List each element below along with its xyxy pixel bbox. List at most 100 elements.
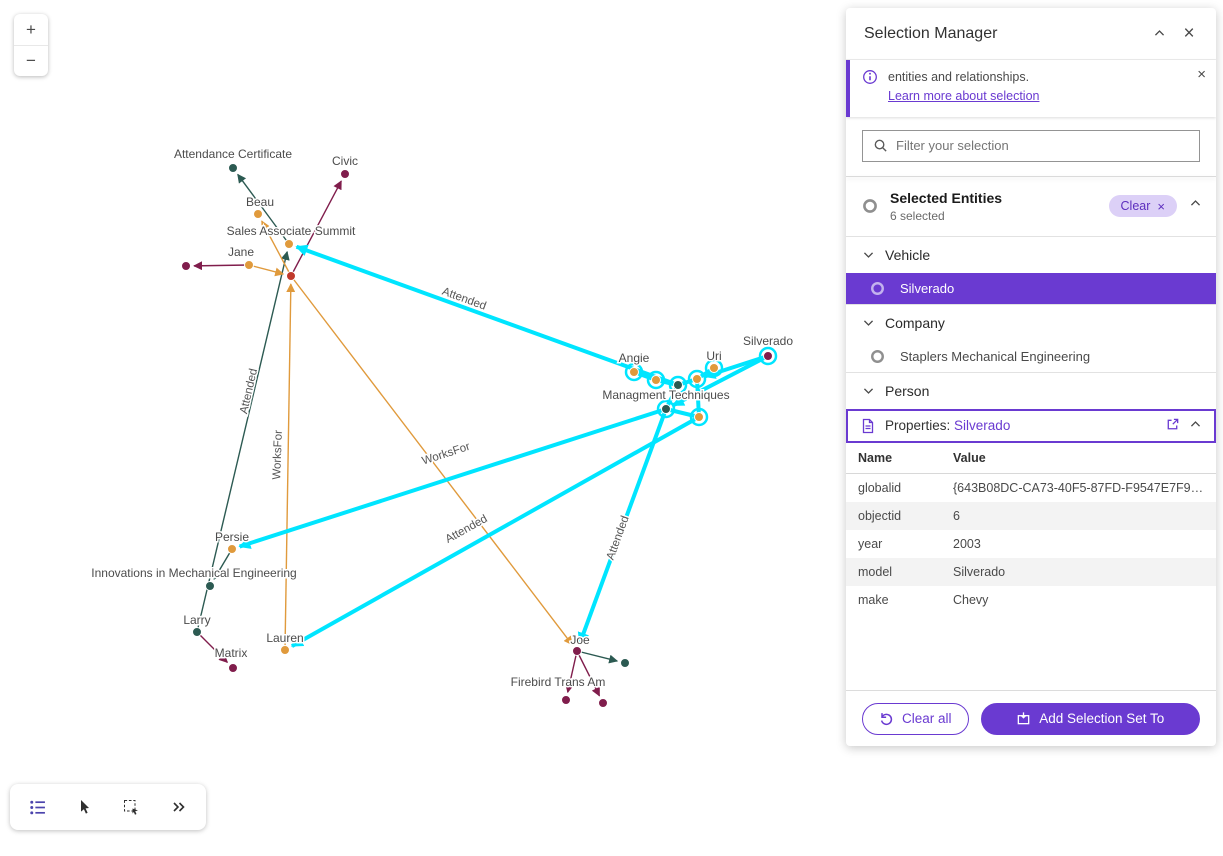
graph-edge[interactable] — [284, 283, 296, 651]
graph-node[interactable] — [205, 581, 215, 591]
panel-header: Selection Manager × — [846, 8, 1216, 60]
properties-label: Properties: — [885, 418, 951, 434]
node-selection-highlight — [646, 370, 666, 390]
graph-edge[interactable] — [565, 650, 578, 694]
zoom-out-button[interactable]: − — [14, 45, 48, 76]
collapse-properties-button[interactable] — [1189, 418, 1202, 434]
graph-edge[interactable] — [261, 220, 292, 277]
graph-edge[interactable] — [672, 354, 769, 408]
node-label: Attendance Certificate — [174, 147, 292, 161]
graph-edge[interactable] — [193, 261, 250, 271]
learn-more-link[interactable]: Learn more about selection — [888, 89, 1040, 104]
graph-edge[interactable] — [248, 264, 285, 277]
graph-node[interactable] — [340, 169, 350, 179]
chevron-up-icon — [1190, 200, 1201, 206]
legend-list-tool-button[interactable] — [16, 789, 59, 825]
marquee-select-tool-button[interactable] — [110, 789, 153, 825]
close-panel-button[interactable]: × — [1174, 19, 1204, 49]
node-label: Firebird Trans Am — [511, 675, 606, 689]
divider — [846, 175, 1216, 177]
chevron-up-icon — [1190, 420, 1201, 427]
graph-node[interactable] — [673, 380, 683, 390]
graph-edge[interactable] — [213, 548, 233, 580]
graph-node[interactable] — [280, 645, 290, 655]
graph-node[interactable] — [228, 163, 238, 173]
properties-entity-name: Silverado — [954, 418, 1011, 434]
node-label: Jane — [228, 245, 254, 259]
edge-label: Attended — [238, 368, 260, 416]
graph-node[interactable] — [620, 658, 630, 668]
node-selection-highlight — [704, 358, 724, 378]
graph-node[interactable] — [561, 695, 571, 705]
node-selection-highlight — [668, 375, 688, 395]
graph-node[interactable] — [651, 375, 661, 385]
graph-edge[interactable] — [196, 250, 290, 633]
info-icon — [863, 70, 877, 84]
property-row: globalid{643B08DC-CA73-40F5-87FD-F9547E7… — [846, 473, 1216, 502]
group-header-person[interactable]: Person — [846, 371, 1216, 409]
node-selection-highlight — [758, 346, 778, 366]
selected-entities-header: Selected Entities 6 selected Clear × — [846, 177, 1216, 236]
graph-edge[interactable] — [665, 407, 700, 419]
graph-node[interactable] — [598, 698, 608, 708]
clear-label: Clear — [1120, 199, 1151, 214]
group-header-vehicle[interactable]: Vehicle — [846, 235, 1216, 273]
clear-selection-pill[interactable]: Clear × — [1108, 195, 1177, 218]
graph-node[interactable] — [284, 239, 294, 249]
node-selection-highlight — [656, 399, 676, 419]
graph-node[interactable] — [763, 351, 773, 361]
graph-edge[interactable] — [576, 650, 601, 697]
node-label: Civic — [332, 154, 358, 168]
entity-ring-icon — [871, 349, 884, 363]
filter-selection-input[interactable] — [896, 138, 1189, 154]
add-selection-set-button[interactable]: Add Selection Set To — [980, 702, 1200, 735]
graph-node[interactable] — [228, 663, 238, 673]
link-chart-toolbar — [10, 784, 206, 830]
entity-row[interactable]: Silverado — [846, 272, 1216, 304]
chevron-down-icon — [863, 252, 874, 259]
graph-edge[interactable] — [290, 180, 342, 277]
graph-node[interactable] — [692, 374, 702, 384]
collapse-selected-entities-button[interactable] — [1189, 197, 1202, 215]
more-tools-button[interactable] — [157, 789, 200, 825]
graph-node[interactable] — [694, 412, 704, 422]
clear-all-button[interactable]: Clear all — [862, 702, 969, 735]
graph-edge[interactable] — [295, 244, 679, 387]
link-chart-canvas[interactable]: AttendedWorksForAttendedWorksForAttended… — [0, 0, 846, 856]
graph-edge[interactable] — [577, 408, 668, 645]
edge-label: WorksFor — [421, 441, 472, 468]
graph-node[interactable] — [227, 544, 237, 554]
node-selection-highlight — [624, 362, 644, 382]
collapse-panel-button[interactable] — [1144, 19, 1174, 49]
graph-node[interactable] — [253, 209, 263, 219]
graph-edge[interactable] — [290, 415, 700, 648]
panel-footer: Clear all Add Selection Set To — [846, 690, 1216, 746]
graph-edge[interactable] — [196, 631, 228, 663]
graph-node[interactable] — [629, 367, 639, 377]
pointer-tool-button[interactable] — [63, 789, 106, 825]
graph-edge[interactable] — [237, 173, 290, 245]
external-link-icon — [1167, 418, 1179, 430]
document-icon — [862, 418, 874, 433]
zoom-in-button[interactable]: + — [26, 19, 36, 39]
graph-edge[interactable] — [695, 378, 701, 418]
graph-edge[interactable] — [576, 650, 619, 664]
search-box — [862, 129, 1200, 162]
dismiss-banner-button[interactable]: × — [1197, 66, 1206, 83]
graph-node[interactable] — [286, 271, 296, 281]
graph-edge[interactable] — [290, 275, 573, 646]
property-value: Silverado — [953, 564, 1006, 579]
graph-node[interactable] — [244, 260, 254, 270]
entity-row[interactable]: Staplers Mechanical Engineering — [846, 341, 1216, 372]
properties-table: Name Value globalid{643B08DC-CA73-40F5-8… — [846, 442, 1216, 614]
graph-node[interactable] — [192, 627, 202, 637]
entity-ring-icon — [871, 281, 884, 295]
graph-node[interactable] — [709, 363, 719, 373]
open-properties-button[interactable] — [1165, 417, 1180, 435]
node-label: Matrix — [215, 646, 248, 660]
group-header-company[interactable]: Company — [846, 303, 1216, 341]
graph-node[interactable] — [661, 404, 671, 414]
graph-node[interactable] — [572, 646, 582, 656]
graph-node[interactable] — [181, 261, 191, 271]
graph-edge[interactable] — [238, 407, 667, 549]
